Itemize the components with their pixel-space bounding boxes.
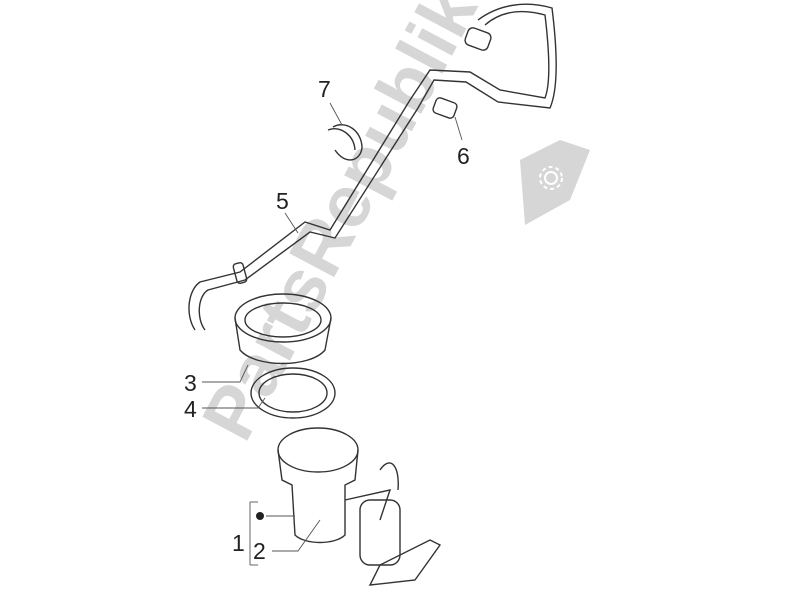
ring-nut-3: [234, 293, 332, 365]
fuel-pump-assembly: [277, 427, 442, 586]
gasket-4: [250, 367, 336, 419]
callout-4[interactable]: 4: [184, 396, 197, 422]
callout-2[interactable]: 2: [253, 538, 266, 564]
assembly-dot: [256, 512, 264, 520]
callout-6[interactable]: 6: [457, 143, 470, 169]
watermark-text: PartsRepublik: [186, 0, 493, 453]
connector-clip-6: [432, 97, 458, 119]
callout-3[interactable]: 3: [184, 370, 197, 396]
callout-1[interactable]: 1: [232, 530, 245, 556]
gear-icon: [539, 166, 563, 190]
watermark: PartsRepublik: [186, 0, 590, 453]
leader-lines: [202, 102, 463, 566]
callout-7[interactable]: 7: [318, 76, 331, 102]
fuel-hose-5: [188, 3, 557, 331]
hose-clamp-7: [327, 124, 363, 161]
callout-5[interactable]: 5: [276, 188, 289, 214]
